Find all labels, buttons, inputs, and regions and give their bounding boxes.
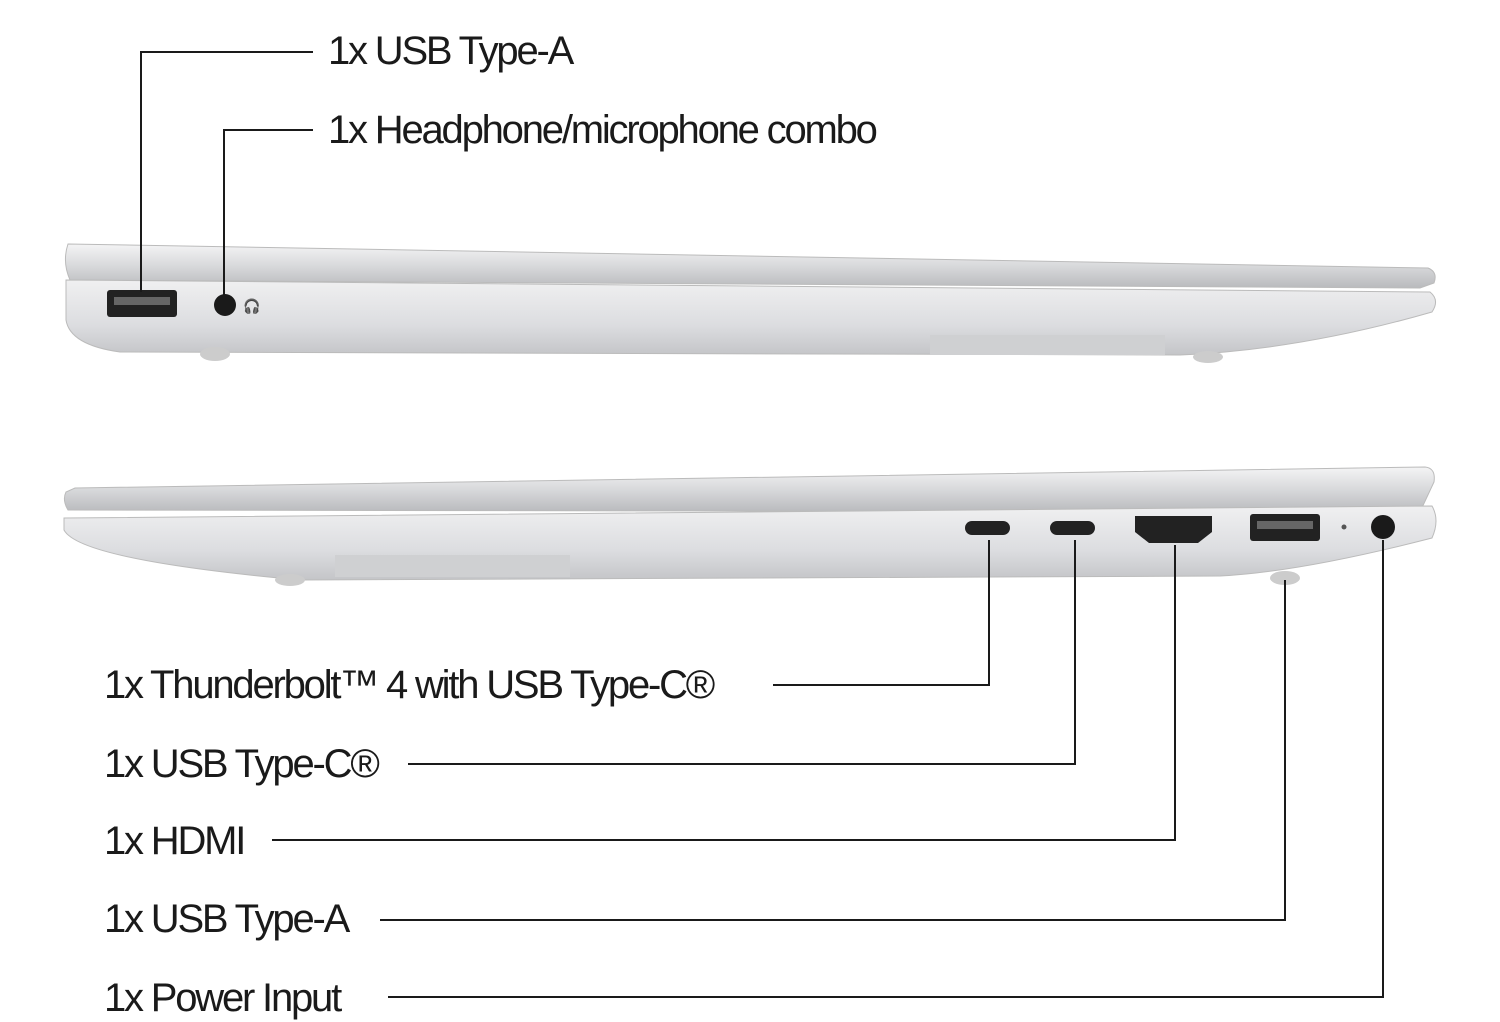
hdmi-port-icon (1135, 516, 1212, 543)
label-usb-type-a-right: 1x USB Type-A (104, 897, 350, 941)
foot (200, 347, 230, 361)
laptop-left-side: 🎧 (64, 243, 1436, 363)
power-jack-icon (1371, 515, 1395, 539)
usb-c-port-icon (1050, 521, 1095, 535)
vent-grille (930, 335, 1165, 355)
laptop-right-side (63, 466, 1437, 586)
label-usb-type-c: 1x USB Type-C® (104, 742, 380, 786)
foot (1270, 571, 1300, 585)
svg-text:🎧: 🎧 (243, 298, 260, 315)
vent-grille (335, 555, 570, 577)
audio-jack-icon (214, 294, 236, 316)
label-headphone-combo: 1x Headphone/microphone combo (328, 108, 878, 152)
label-thunderbolt: 1x Thunderbolt™ 4 with USB Type-C® (104, 663, 715, 707)
label-usb-type-a-left: 1x USB Type-A (328, 29, 574, 73)
label-hdmi: 1x HDMI (104, 819, 246, 863)
usb-c-thunderbolt-port-icon (965, 521, 1010, 535)
label-power-input: 1x Power Input (104, 976, 342, 1020)
foot (1193, 351, 1223, 363)
foot (275, 574, 305, 586)
callout-lines (140, 51, 1384, 998)
